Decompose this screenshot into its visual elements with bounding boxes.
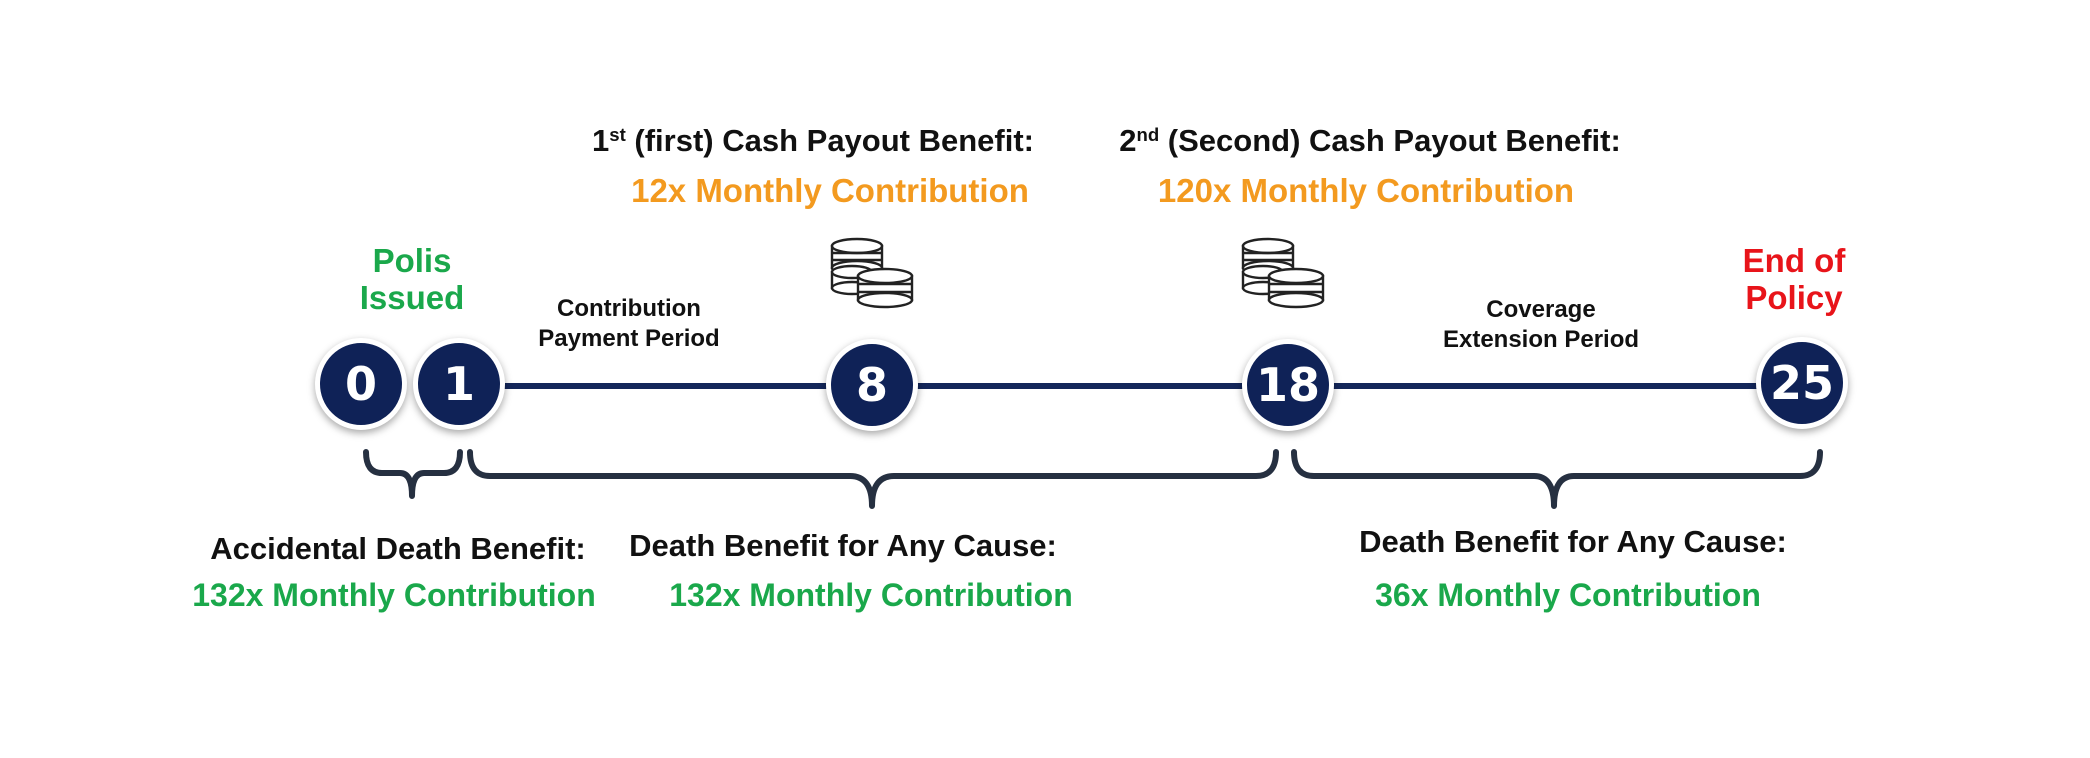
coverage-period-label: Coverage Extension Period — [1442, 296, 1640, 353]
timeline-node-1: 1 — [413, 338, 505, 430]
timeline-line — [460, 383, 1800, 389]
coins-icon — [830, 237, 914, 309]
timeline-node-0: 0 — [315, 338, 407, 430]
any-cause-2-value: 36x Monthly Contribution — [1375, 577, 1761, 613]
timeline-node-18: 18 — [1242, 339, 1334, 431]
second-payout-value: 120x Monthly Contribution — [1157, 172, 1575, 209]
timeline-node-8: 8 — [826, 339, 918, 431]
accidental-death-value: 132x Monthly Contribution — [192, 577, 596, 613]
polis-issued-label: Polis Issued — [359, 242, 465, 316]
coins-icon — [1241, 237, 1325, 309]
any-cause-1-value: 132x Monthly Contribution — [669, 577, 1073, 613]
brace-any-cause-1 — [467, 449, 1279, 509]
timeline-node-25: 25 — [1756, 337, 1848, 429]
contribution-period-label: Contribution Payment Period — [538, 295, 720, 352]
first-payout-title: 1st (first) Cash Payout Benefit: — [591, 123, 1035, 158]
any-cause-1-title: Death Benefit for Any Cause: — [629, 528, 1057, 563]
brace-accidental — [363, 449, 463, 499]
second-payout-title: 2nd (Second) Cash Payout Benefit: — [1119, 123, 1621, 158]
any-cause-2-title: Death Benefit for Any Cause: — [1359, 524, 1787, 559]
end-of-policy-label: End of Policy — [1742, 242, 1846, 316]
accidental-death-title: Accidental Death Benefit: — [210, 531, 586, 566]
brace-any-cause-2 — [1291, 449, 1823, 509]
first-payout-value: 12x Monthly Contribution — [631, 172, 1029, 209]
